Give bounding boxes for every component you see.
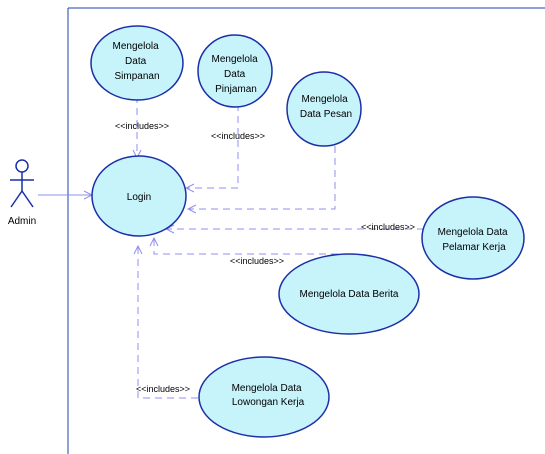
use-case-label: Data (224, 69, 246, 80)
svg-text:Mengelola Data Pesan: Mengelola Data Pesan (300, 94, 352, 120)
system-boundary (67, 7, 545, 454)
relations (38, 96, 424, 399)
use-case-label: Mengelola Data Berita (300, 289, 399, 300)
svg-text:Mengelola Data Sim: Mengelola Data Simpanan (113, 41, 162, 82)
include-label-pinjaman: <<includes>> (211, 131, 265, 141)
use-case-pinjaman[interactable]: Mengelola Data Pinjaman (197, 34, 273, 108)
use-case-label: Mengelola (113, 41, 160, 52)
use-case-pesan[interactable]: Mengelola Data Pesan (286, 71, 362, 147)
use-case-label: Mengelola Data (438, 227, 508, 238)
use-case-label: Simpanan (114, 71, 159, 82)
svg-text:Mengelola Data Pelamar K: Mengelola Data Pelamar Kerja (438, 227, 511, 253)
use-case-label: Mengelola (212, 54, 259, 65)
actor-label: Admin (8, 216, 36, 227)
include-label-pelamar: <<includes>> (361, 222, 415, 232)
actor-stick-figure-icon (10, 159, 34, 208)
include-label-berita: <<includes>> (230, 256, 284, 266)
include-label-simpanan: <<includes>> (115, 121, 169, 131)
include-line-pesan (188, 146, 336, 209)
svg-text:Mengelola Data Pin: Mengelola Data Pinjaman (212, 54, 261, 95)
use-case-label: Lowongan Kerja (232, 397, 305, 408)
use-case-pelamar[interactable]: Mengelola Data Pelamar Kerja (421, 196, 525, 280)
svg-text:Mengelola Data Lowongan: Mengelola Data Lowongan Kerja (232, 383, 305, 408)
use-case-lowongan[interactable]: Mengelola Data Lowongan Kerja (198, 356, 330, 438)
include-line-berita (154, 238, 350, 255)
use-case-label: Data Pesan (300, 109, 352, 120)
actor-admin[interactable]: Admin (8, 159, 36, 227)
use-case-label: Login (127, 192, 151, 203)
use-case-label: Mengelola Data (232, 383, 302, 394)
use-case-label: Pelamar Kerja (442, 242, 506, 253)
use-case-login[interactable]: Login (91, 155, 187, 237)
use-case-simpanan[interactable]: Mengelola Data Simpanan (90, 25, 184, 101)
include-line-pinjaman (186, 104, 239, 188)
include-labels: <<includes>> <<includes>> <<includes>> <… (115, 121, 415, 394)
use-case-label: Mengelola (302, 94, 349, 105)
include-label-lowongan: <<includes>> (136, 384, 190, 394)
svg-text:Mengelola Data Berita: Mengelola Data Berita (300, 289, 399, 300)
use-case-label: Data (125, 56, 147, 67)
use-case-label: Pinjaman (215, 84, 257, 95)
use-case-berita[interactable]: Mengelola Data Berita (278, 253, 420, 335)
svg-text:Login: Login (127, 192, 151, 203)
include-line-lowongan (138, 246, 210, 399)
